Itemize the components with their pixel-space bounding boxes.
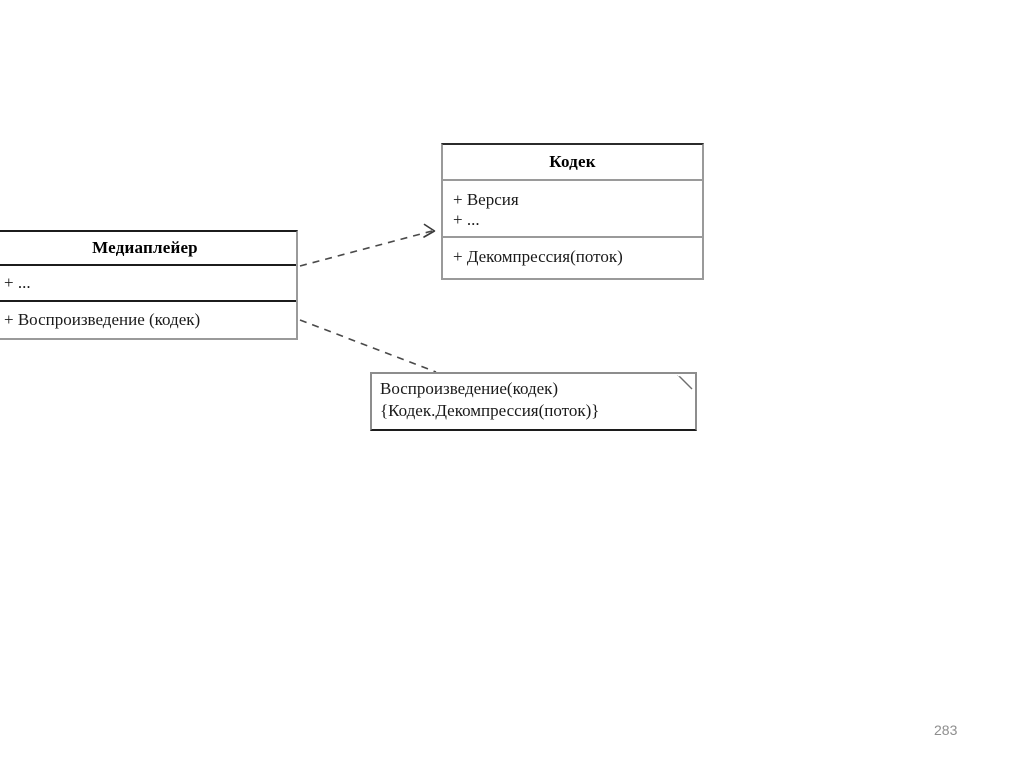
uml-operation: + Декомпрессия(поток) — [453, 247, 623, 267]
uml-attribute: + ... — [453, 209, 480, 229]
uml-class-codec-operations: + Декомпрессия(поток) — [443, 238, 702, 276]
dependency-player-to-codec — [299, 223, 436, 267]
uml-class-mediaplayer-name: Медиаплейер — [0, 232, 296, 266]
uml-attribute: + ... — [4, 273, 31, 293]
uml-class-codec-name: Кодек — [443, 145, 702, 181]
uml-class-mediaplayer[interactable]: Медиаплейер + ... + Воспроизведение (код… — [0, 230, 298, 340]
uml-class-codec[interactable]: Кодек + Версия + ... + Декомпрессия(пото… — [441, 143, 704, 280]
uml-note[interactable]: Воспроизведение(кодек) {Кодек.Декомпресс… — [370, 372, 697, 431]
uml-class-mediaplayer-operations: + Воспроизведение (кодек) — [0, 302, 296, 338]
note-anchor-player-to-note — [299, 319, 437, 373]
uml-attribute: + Версия — [453, 189, 519, 209]
uml-operation: + Воспроизведение (кодек) — [4, 310, 201, 330]
open-arrowhead-icon — [423, 223, 436, 238]
note-folded-corner-icon — [677, 374, 693, 390]
uml-note-line: Воспроизведение(кодек) — [380, 379, 559, 398]
uml-note-line: {Кодек.Декомпрессия(поток)} — [380, 400, 600, 420]
uml-class-mediaplayer-attributes: + ... — [0, 266, 296, 302]
page-number: 283 — [934, 722, 958, 738]
uml-class-codec-attributes: + Версия + ... — [443, 181, 702, 238]
